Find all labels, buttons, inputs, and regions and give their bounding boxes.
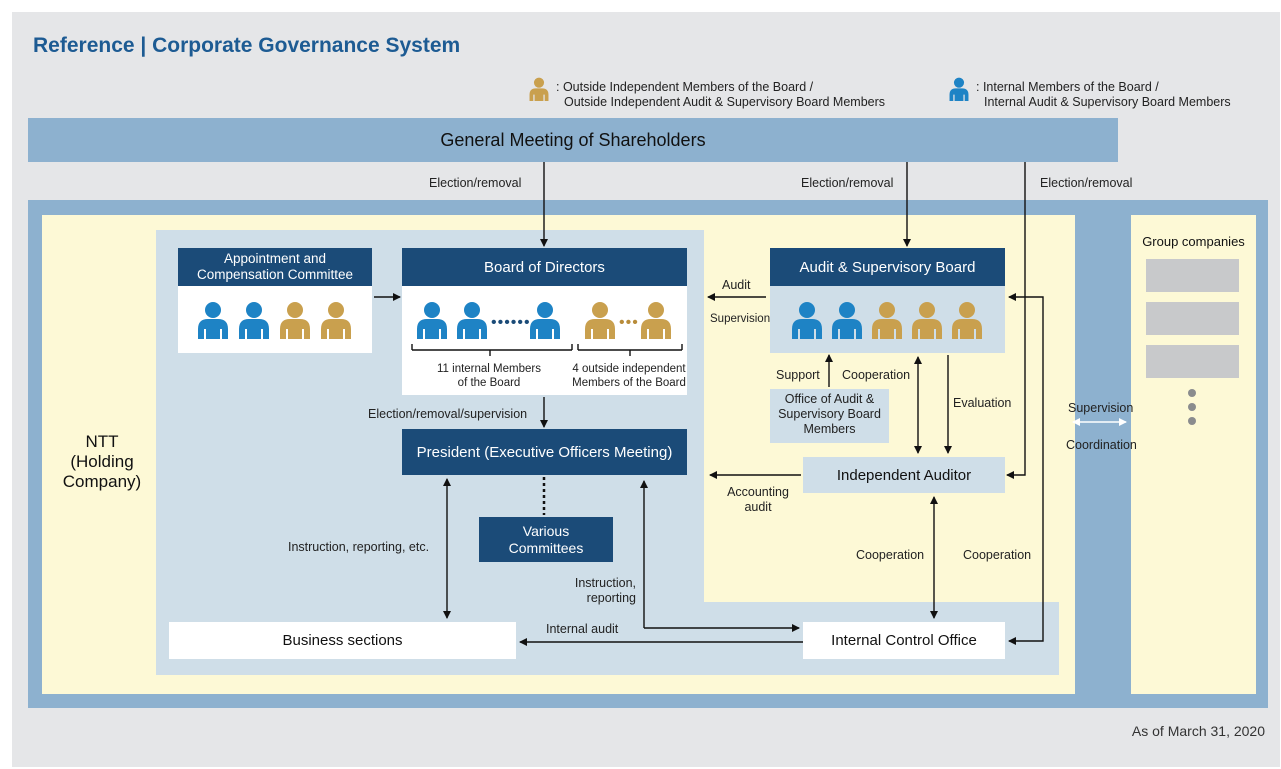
accounting-line1: Accounting: [727, 485, 789, 499]
ellipsis-icon: ••••••: [491, 314, 531, 331]
person-icon: [455, 301, 489, 339]
appointment-committee-members: [178, 286, 372, 353]
election-removal-label-1: Election/removal: [429, 176, 522, 190]
audit-label: Audit: [722, 278, 751, 292]
diagram-title: Reference | Corporate Governance System: [33, 34, 461, 57]
person-icon: [196, 301, 230, 339]
person-icon: [528, 301, 562, 339]
person-icon: [415, 301, 449, 339]
person-icon: [583, 301, 617, 339]
business-sections-box: Business sections: [169, 622, 516, 659]
person-icon: [278, 301, 312, 339]
appointment-committee-header: Appointment and Compensation Committee: [178, 248, 372, 286]
cooperation-label-2: Cooperation: [856, 548, 925, 562]
coordination-label: Coordination: [1066, 438, 1137, 452]
accounting-line2: audit: [744, 500, 772, 514]
as-of-date: As of March 31, 2020: [1131, 723, 1265, 739]
board-of-directors-members: •••••• ••• 11 internal Members of the Bo…: [402, 286, 687, 395]
asb-label: Audit & Supervisory Board: [799, 258, 976, 276]
legend-outside-text: : Outside Independent Members of the Boa…: [556, 80, 885, 110]
acc-line1: Appointment and: [223, 251, 327, 266]
election-removal-label-2: Election/removal: [801, 176, 894, 190]
arrow-cooperation-asb-ico: [1008, 293, 1044, 645]
instruction-reporting-etc-label: Instruction, reporting, etc.: [288, 540, 430, 554]
group-company-block: [1146, 302, 1239, 335]
internal-audit-label: Internal audit: [546, 622, 619, 636]
ntt-line3: Company): [62, 472, 142, 491]
group-company-block: [1146, 345, 1239, 378]
person-icon: [639, 301, 673, 339]
legend-outside-person-icon: [528, 77, 550, 101]
person-icon: [870, 301, 904, 339]
president-box: President (Executive Officers Meeting): [402, 429, 687, 475]
person-icon: [319, 301, 353, 339]
audit-supervisory-board-members: [770, 286, 1005, 353]
legend-outside-line1: : Outside Independent Members of the Boa…: [556, 80, 814, 94]
election-removal-supervision-label: Election/removal/supervision: [368, 407, 528, 421]
election-removal-label-3: Election/removal: [1040, 176, 1133, 190]
internal-control-office-label: Internal Control Office: [831, 632, 977, 649]
office-of-asb-members-box: Office of Audit & Supervisory Board Memb…: [770, 389, 889, 443]
support-label: Support: [776, 368, 820, 382]
office-line2: Supervisory Board: [778, 407, 881, 421]
general-meeting-label: General Meeting of Shareholders: [440, 129, 706, 150]
more-dot: [1188, 417, 1196, 425]
arrow-election-auditor: [1006, 162, 1026, 479]
ntt-label: NTT (Holding Company): [62, 432, 142, 492]
person-icon: [950, 301, 984, 339]
office-line1: Office of Audit &: [784, 392, 875, 406]
business-sections-label: Business sections: [282, 632, 403, 649]
internal-control-office-box: Internal Control Office: [803, 622, 1005, 659]
group-company-block: [1146, 259, 1239, 292]
ir-line1: Instruction,: [574, 576, 636, 590]
more-dot: [1188, 389, 1196, 397]
person-icon: [910, 301, 944, 339]
general-meeting-box: General Meeting of Shareholders: [28, 118, 1118, 162]
independent-auditor-label: Independent Auditor: [836, 466, 972, 484]
bod-internal-line2: of the Board: [457, 377, 521, 389]
group-companies-label: Group companies: [1142, 234, 1245, 249]
instruction-reporting-label: Instruction, reporting: [560, 576, 636, 606]
legend-internal-line2: Internal Audit & Supervisory Board Membe…: [984, 95, 1231, 109]
bod-internal-line1: 11 internal Members: [437, 363, 541, 375]
ntt-line1: NTT: [85, 432, 119, 451]
bod-outside-line1: 4 outside independent: [572, 363, 686, 375]
evaluation-label: Evaluation: [953, 396, 1012, 410]
various-line2: Committees: [508, 539, 584, 556]
cooperation-label-1: Cooperation: [842, 368, 911, 382]
legend-internal-person-icon: [948, 77, 970, 101]
audit-supervisory-board-header: Audit & Supervisory Board: [770, 248, 1005, 286]
office-line3: Members: [803, 422, 856, 436]
independent-auditor-box: Independent Auditor: [803, 457, 1005, 493]
board-of-directors-header: Board of Directors: [402, 248, 687, 286]
person-icon: [237, 301, 271, 339]
bod-label: Board of Directors: [484, 258, 605, 276]
accounting-audit-label: Accounting audit: [718, 485, 798, 515]
legend-outside-line2: Outside Independent Audit & Supervisory …: [564, 95, 886, 109]
supervision-label: Supervision: [710, 313, 771, 325]
legend-internal-text: : Internal Members of the Board / Intern…: [976, 80, 1231, 110]
group-companies-area: [1131, 215, 1256, 694]
supervision-label-2: Supervision: [1068, 401, 1134, 415]
various-line1: Various: [522, 522, 570, 539]
ir-line2: reporting: [586, 591, 636, 605]
ellipsis-icon: •••: [619, 314, 639, 331]
president-label: President (Executive Officers Meeting): [416, 443, 673, 461]
legend-internal-line1: : Internal Members of the Board /: [976, 80, 1159, 94]
various-committees-box: Various Committees: [479, 517, 613, 562]
person-icon: [790, 301, 824, 339]
more-dot: [1188, 403, 1196, 411]
acc-line2: Compensation Committee: [196, 267, 354, 282]
person-icon: [830, 301, 864, 339]
bod-outside-line2: Members of the Board: [572, 377, 686, 389]
bod-internal-note: 11 internal Members of the Board: [410, 362, 568, 390]
bod-outside-note: 4 outside independent Members of the Boa…: [570, 362, 688, 390]
ntt-line2: (Holding: [70, 452, 134, 471]
